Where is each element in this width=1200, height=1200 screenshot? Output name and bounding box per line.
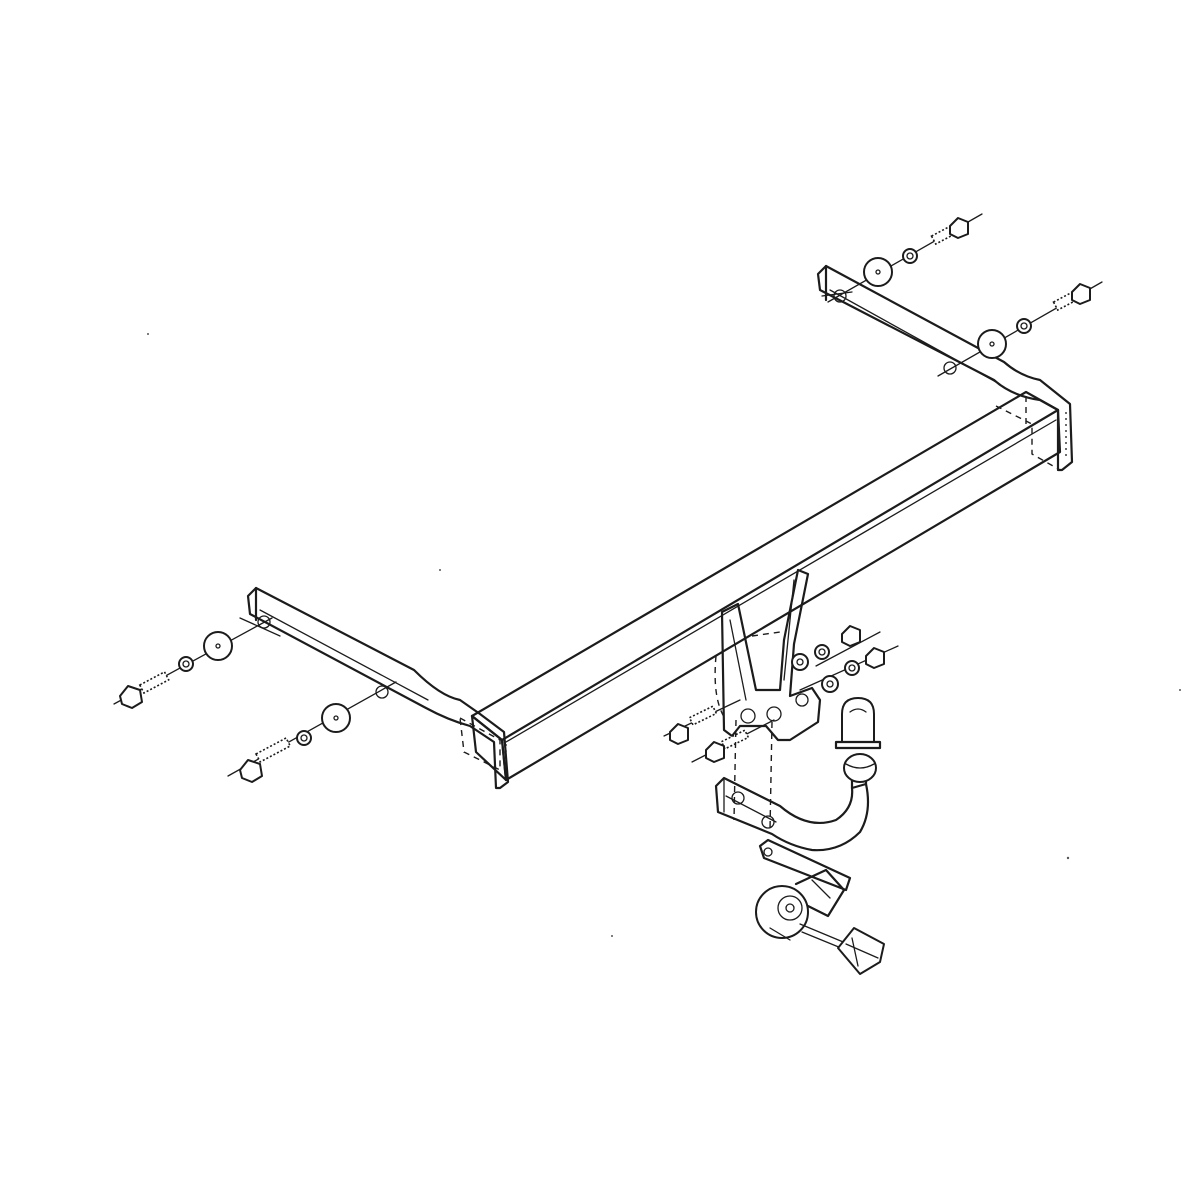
wiring-connector <box>799 923 885 975</box>
bolt-sets <box>113 213 1103 831</box>
scan-specks <box>147 333 1181 937</box>
tow-ball <box>843 753 877 783</box>
crossbar <box>470 390 1062 782</box>
electrical-socket <box>755 838 852 941</box>
bolt-set-right-lower <box>937 281 1103 377</box>
bolt-set-left-upper <box>113 615 281 709</box>
tow-ball-neck <box>714 770 870 852</box>
right-mounting-arm <box>816 264 1074 472</box>
bolt-set-center <box>663 625 899 831</box>
bolt-set-left-lower <box>227 681 397 783</box>
center-bracket <box>714 568 822 742</box>
ball-cover-cap <box>834 697 882 750</box>
left-mounting-arm <box>246 586 510 790</box>
bolt-set-right-upper <box>821 213 983 303</box>
